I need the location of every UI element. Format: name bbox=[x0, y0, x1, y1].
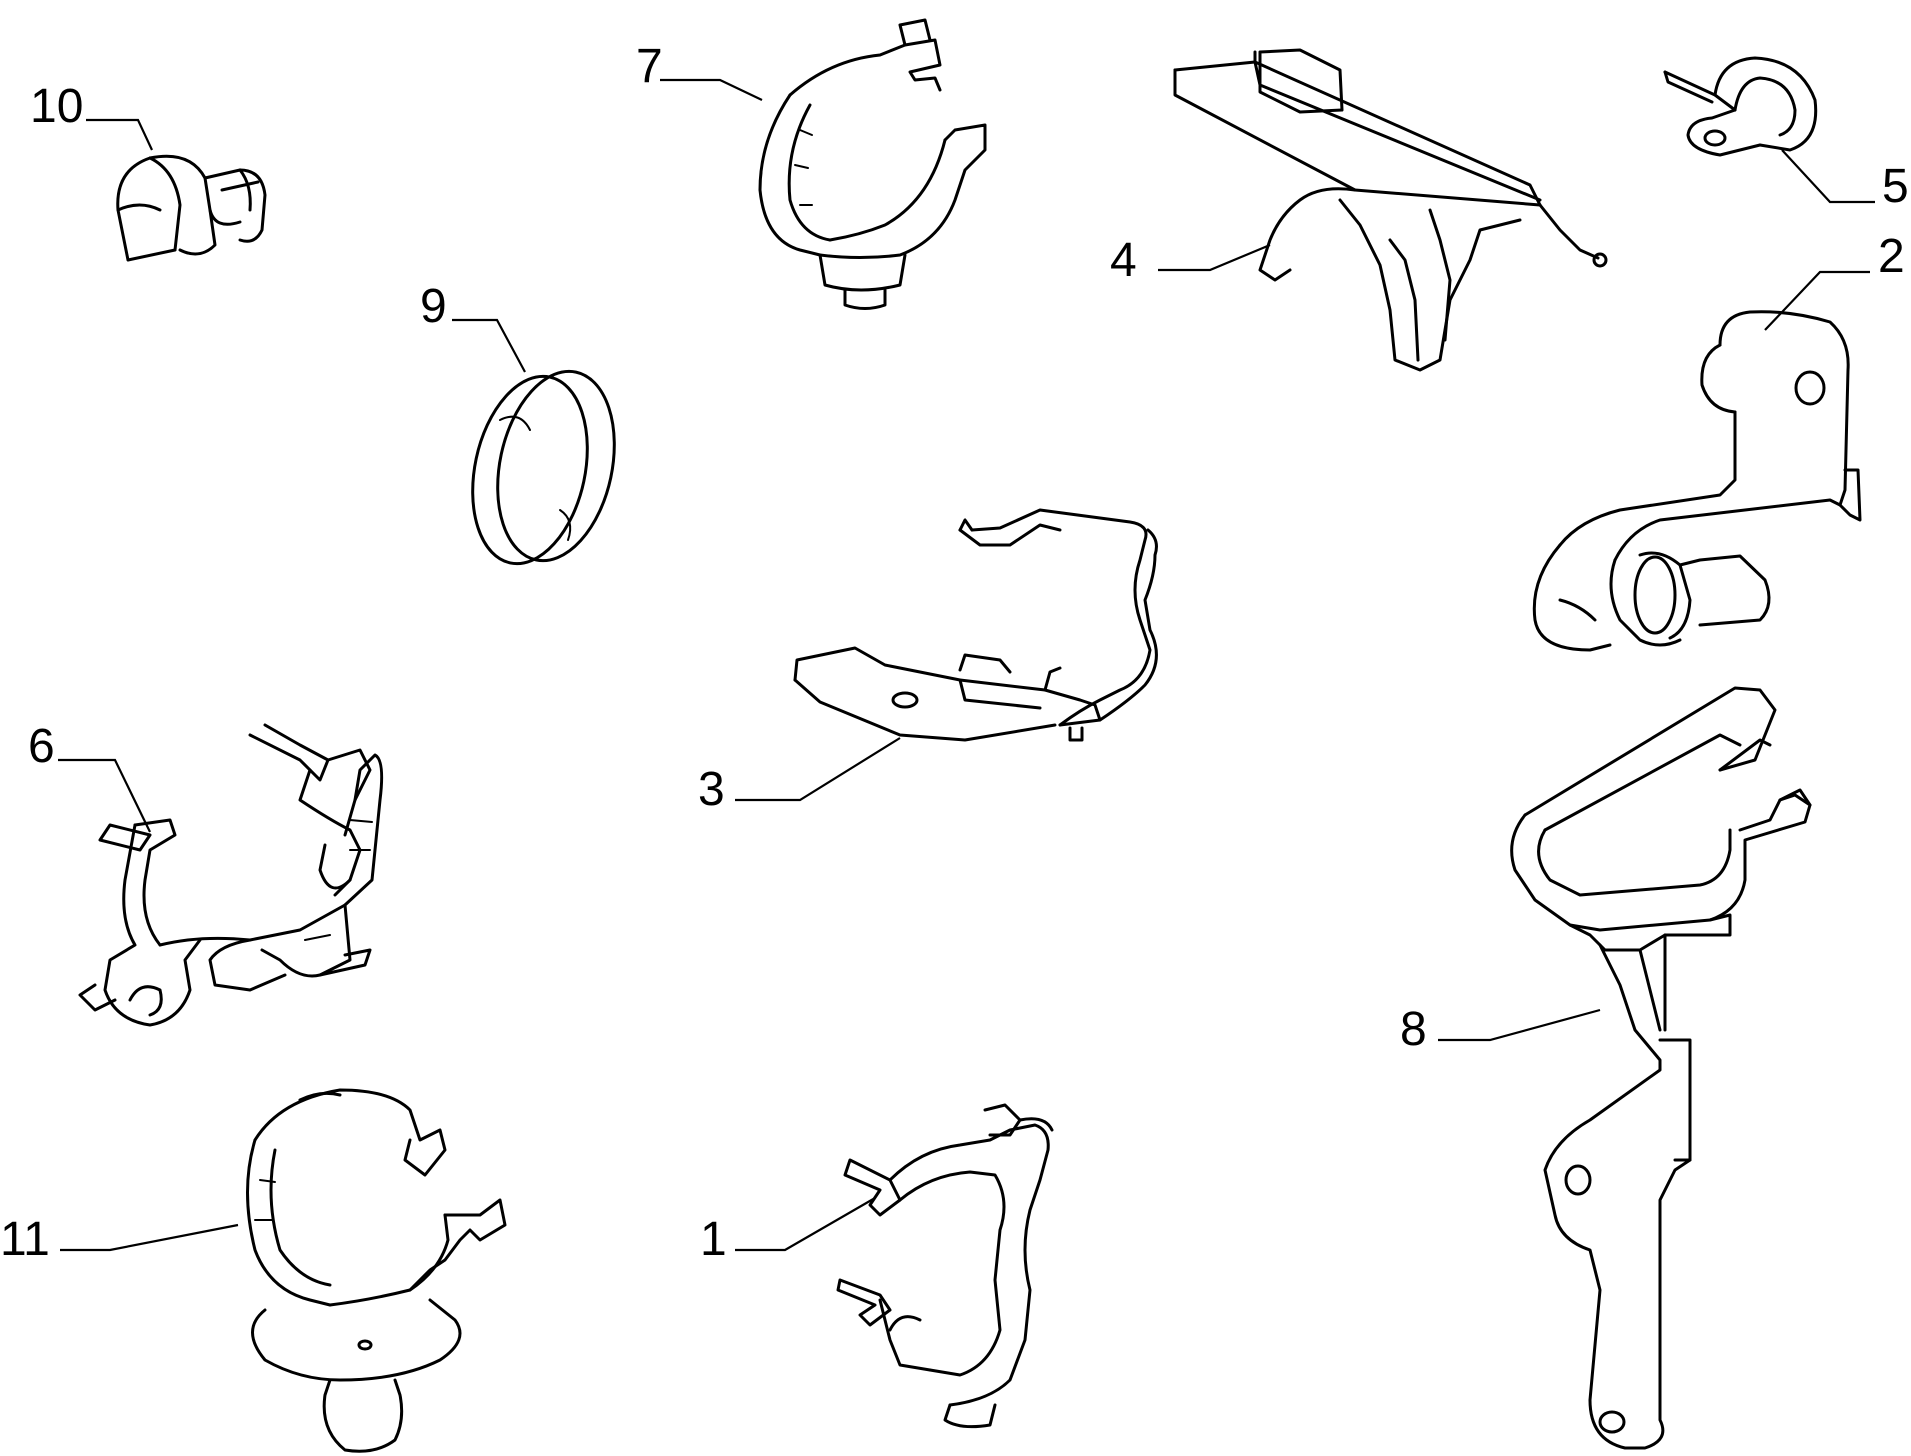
part-2-bracket-drawing bbox=[1532, 310, 1862, 652]
part-10-leader-line bbox=[86, 118, 153, 151]
part-11-leader-line bbox=[60, 1223, 239, 1252]
part-1-leader-line bbox=[735, 1197, 876, 1252]
part-6-label: 6 bbox=[28, 720, 55, 773]
part-1-label: 1 bbox=[700, 1213, 727, 1266]
part-9-leader-line bbox=[452, 318, 526, 373]
part-5-clip-drawing bbox=[1663, 56, 1818, 157]
part-10-clip-drawing bbox=[116, 154, 267, 262]
part-8-bracket-drawing bbox=[1510, 686, 1812, 1450]
part-5-label: 5 bbox=[1882, 160, 1909, 213]
part-10-label: 10 bbox=[30, 80, 83, 133]
part-3-leader-line bbox=[735, 737, 901, 802]
part-8-label: 8 bbox=[1400, 1003, 1427, 1056]
part-7-clip-drawing bbox=[758, 18, 987, 310]
part-2-label: 2 bbox=[1878, 230, 1905, 283]
part-3-bracket-drawing bbox=[793, 508, 1158, 742]
part-9-label: 9 bbox=[420, 280, 447, 333]
part-1-clip-drawing bbox=[836, 1103, 1054, 1429]
part-5-leader-line bbox=[1781, 149, 1875, 204]
part-2-leader-line bbox=[1764, 270, 1870, 331]
part-4-bracket-drawing bbox=[1173, 48, 1608, 372]
part-11-clip-drawing bbox=[246, 1088, 507, 1453]
part-7-leader-line bbox=[660, 78, 763, 101]
part-7-label: 7 bbox=[636, 40, 663, 93]
part-3-label: 3 bbox=[698, 763, 725, 816]
part-4-label: 4 bbox=[1110, 234, 1137, 287]
part-6-leader-line bbox=[58, 758, 151, 833]
part-11-label: 11 bbox=[0, 1213, 50, 1266]
part-6-bracket-drawing bbox=[78, 723, 384, 1027]
part-4-leader-line bbox=[1158, 243, 1271, 272]
part-8-leader-line bbox=[1438, 1008, 1601, 1042]
part-9-grommet-drawing bbox=[471, 369, 616, 566]
